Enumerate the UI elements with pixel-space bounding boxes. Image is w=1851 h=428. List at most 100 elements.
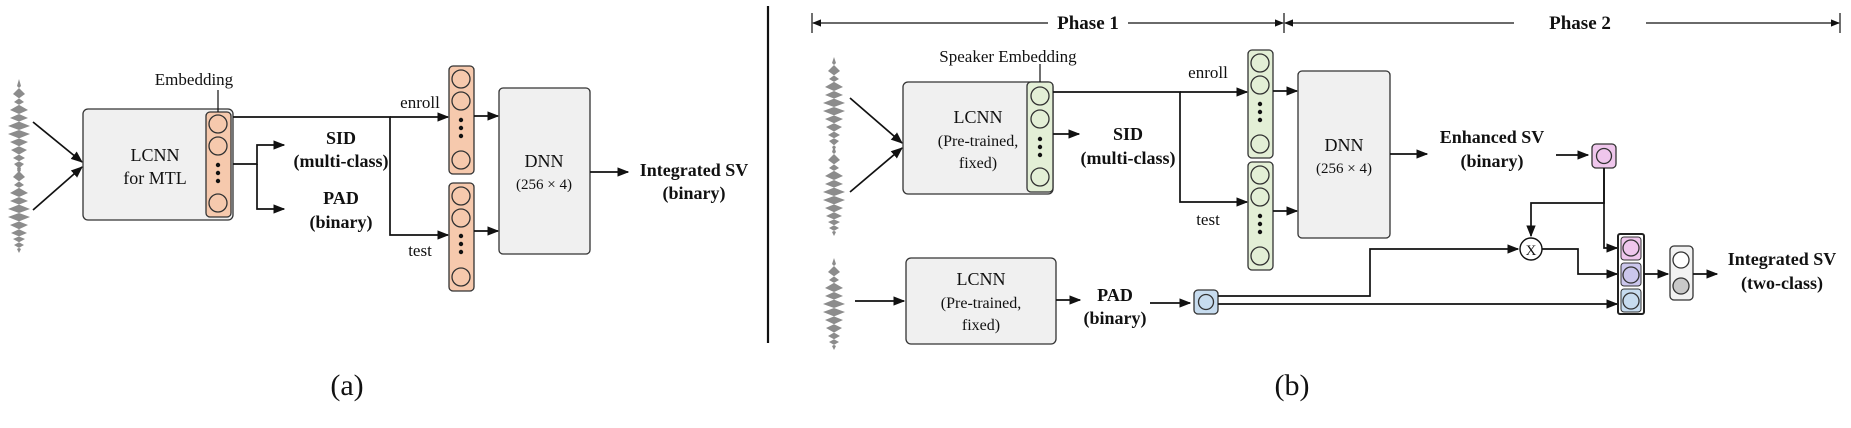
dnn-box [498, 87, 591, 255]
waveform-icon [823, 258, 845, 350]
dnn-label: DNN [1325, 135, 1364, 155]
phase1-label: Phase 1 [1057, 13, 1119, 34]
embedding-node [451, 267, 471, 287]
caption-a: (a) [330, 369, 363, 402]
test-label: test [1196, 210, 1220, 229]
panel-b: Phase 1 Phase 2 LCNN (Pre-trained, fixed… [811, 13, 1841, 402]
sid-arrow [233, 140, 286, 165]
pad-to-multiply-arrow [1218, 244, 1520, 297]
input-arrow [849, 147, 903, 193]
ellipsis-dot [458, 241, 464, 247]
embedding-node [208, 114, 228, 134]
embedding-branch [1053, 91, 1249, 207]
dnn-size-label: (256 × 4) [516, 177, 572, 193]
ellipsis-dot [458, 133, 464, 139]
waveform-icon [823, 57, 845, 151]
multiply-symbol: X [1526, 243, 1537, 259]
dnn-label: DNN [525, 151, 564, 171]
output-label: Integrated SV [640, 160, 749, 180]
lcnn-label: fixed) [962, 317, 1000, 334]
output-label: (two-class) [1741, 273, 1823, 294]
sid-label: (multi-class) [1081, 148, 1176, 169]
embedding-node [451, 186, 471, 206]
lcnn-label: (Pre-trained, [941, 295, 1021, 312]
embedding-node [451, 208, 471, 228]
embedding-node [451, 150, 471, 170]
embedding-node [451, 69, 471, 89]
embedding-node [1250, 187, 1270, 207]
pad-label: PAD [323, 188, 359, 208]
speaker-embedding-label: Speaker Embedding [939, 47, 1077, 66]
ellipsis-dot [458, 125, 464, 131]
waveform-icon [8, 79, 30, 174]
pad-label: (binary) [1084, 308, 1147, 329]
pad-label: (binary) [310, 212, 373, 233]
ellipsis-dot [215, 170, 221, 176]
input-arrow [32, 166, 83, 211]
ellipsis-dot [1257, 221, 1263, 227]
output-node [1672, 277, 1690, 295]
embedding-branch [233, 116, 450, 240]
lcnn-label: for MTL [123, 168, 186, 188]
lcnn-label: LCNN [957, 269, 1006, 289]
ellipsis-dot [1037, 144, 1043, 150]
ellipsis-dot [1257, 229, 1263, 235]
waveform-icon [8, 163, 30, 253]
embedding-node [1250, 75, 1270, 95]
output-node [1672, 251, 1690, 269]
ellipsis-dot [1257, 109, 1263, 115]
embedding-node [1250, 134, 1270, 154]
sid-label: (multi-class) [294, 151, 389, 172]
caption-b: (b) [1275, 369, 1310, 402]
sv-to-concat-arrow [1603, 168, 1619, 253]
output-label: Integrated SV [1728, 249, 1837, 269]
waveform-icon [823, 146, 845, 236]
ellipsis-dot [1037, 152, 1043, 158]
concat-pad-node [1622, 292, 1640, 310]
ellipsis-dot [1037, 136, 1043, 142]
input-arrow [849, 97, 903, 144]
sv-score-node [1595, 147, 1613, 165]
embedding-node [208, 193, 228, 213]
sid-label: SID [326, 128, 356, 148]
sid-label: SID [1113, 124, 1143, 144]
embedding-node [1030, 86, 1050, 106]
embedding-node [1250, 165, 1270, 185]
test-label: test [408, 241, 432, 260]
pad-score-node [1197, 293, 1215, 311]
embedding-node [1250, 53, 1270, 73]
lcnn-label: (Pre-trained, [938, 133, 1018, 150]
ellipsis-dot [215, 162, 221, 168]
enroll-label: enroll [1188, 63, 1228, 82]
lcnn-label: fixed) [959, 155, 997, 172]
pad-arrow [256, 164, 286, 214]
ellipsis-dot [458, 249, 464, 255]
embedding-node [1250, 246, 1270, 266]
product-to-concat-arrow [1542, 248, 1619, 279]
ellipsis-dot [215, 178, 221, 184]
panel-a: LCNN for MTL Embedding SID (multi-class)… [8, 65, 749, 402]
embedding-node [1030, 167, 1050, 187]
enhanced-sv-label: (binary) [1461, 151, 1524, 172]
ellipsis-dot [1257, 117, 1263, 123]
input-arrow [32, 121, 83, 163]
embedding-node [1030, 109, 1050, 129]
ellipsis-dot [1257, 101, 1263, 107]
embedding-node [208, 136, 228, 156]
embedding-node [451, 91, 471, 111]
phase2-label: Phase 2 [1549, 13, 1611, 34]
concat-product-node [1622, 266, 1640, 284]
dnn-size-label: (256 × 4) [1316, 161, 1372, 177]
enroll-label: enroll [400, 93, 440, 112]
lcnn-label: LCNN [131, 145, 180, 165]
lcnn-pad-box [905, 257, 1057, 345]
concat-sv-node [1622, 239, 1640, 257]
ellipsis-dot [458, 117, 464, 123]
pad-label: PAD [1097, 285, 1133, 305]
enhanced-sv-label: Enhanced SV [1440, 127, 1545, 147]
lcnn-label: LCNN [954, 107, 1003, 127]
ellipsis-dot [458, 233, 464, 239]
ellipsis-dot [1257, 213, 1263, 219]
embedding-label: Embedding [155, 70, 234, 89]
